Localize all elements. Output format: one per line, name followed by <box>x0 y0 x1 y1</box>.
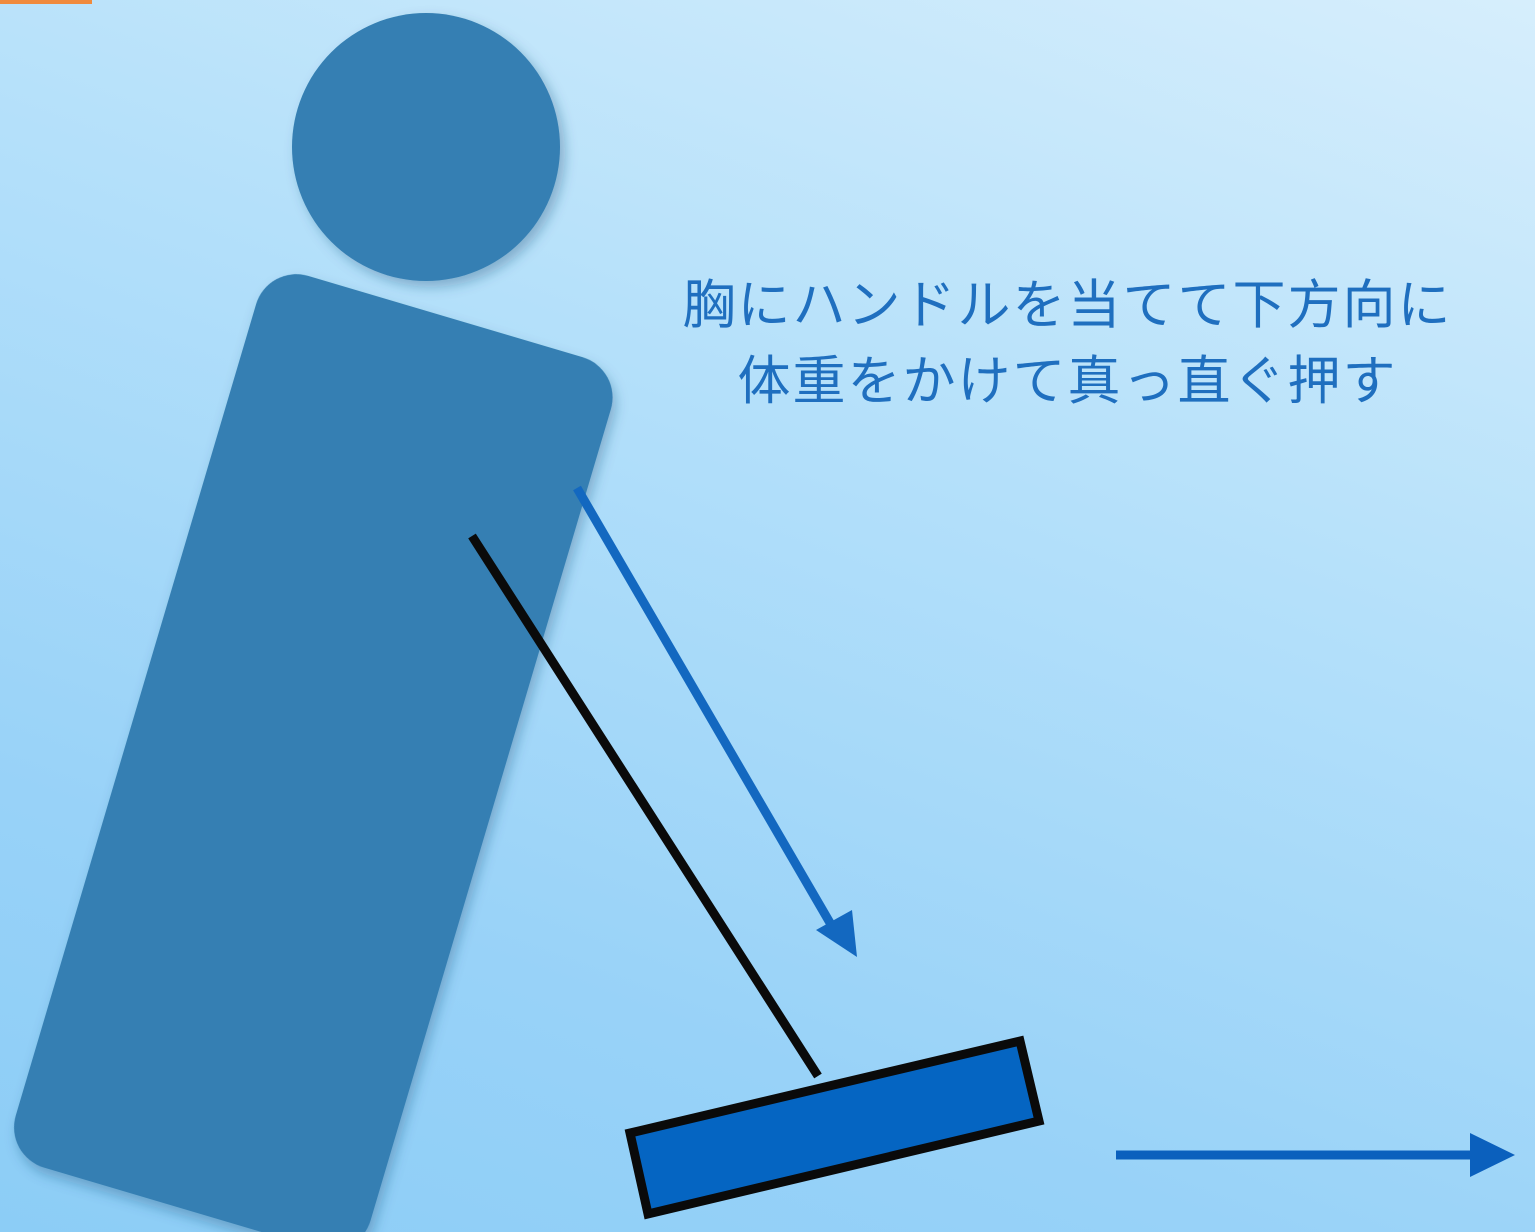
arrow-right-icon <box>1116 1133 1515 1177</box>
pusher-handle <box>468 533 822 1079</box>
instruction-caption: 胸にハンドルを当てて下方向に 体重をかけて真っ直ぐ押す <box>600 268 1535 420</box>
caption-line-1: 胸にハンドルを当てて下方向に <box>682 275 1453 336</box>
arrow-down-right-icon <box>573 485 857 957</box>
person-head-icon <box>292 13 560 281</box>
caption-line-2: 体重をかけて真っ直ぐ押す <box>737 351 1398 412</box>
person-body-icon <box>14 274 613 1232</box>
top-accent-bar <box>0 0 92 4</box>
pusher-blade <box>624 1035 1045 1220</box>
